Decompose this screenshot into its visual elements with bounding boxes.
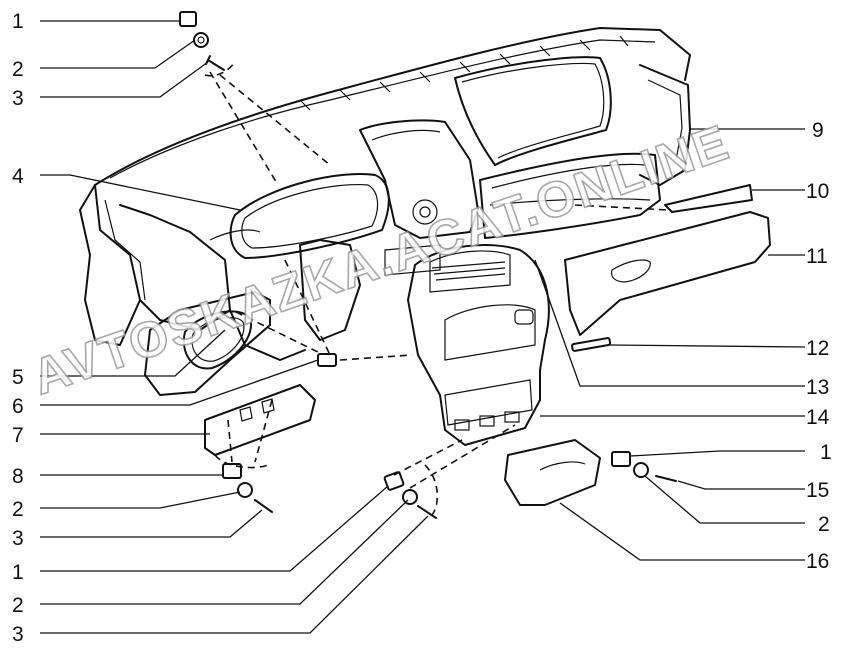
callout-13: 13 <box>806 376 829 399</box>
callout-8: 8 <box>12 465 24 488</box>
callout-3c: 3 <box>12 623 24 646</box>
callout-11: 11 <box>806 245 828 268</box>
callout-2c: 2 <box>12 594 24 617</box>
callout-1-right: 1 <box>820 441 832 464</box>
glove-box-lid <box>564 184 771 336</box>
bolt-12 <box>571 337 612 352</box>
callout-7: 7 <box>12 424 24 447</box>
callout-3b: 3 <box>12 527 24 550</box>
lower-left-cover <box>204 384 316 456</box>
callout-2-right: 2 <box>818 513 830 536</box>
center-console <box>407 244 550 446</box>
assembly-dashed-lines <box>204 61 669 516</box>
callout-labels-left: 1 2 3 4 5 6 7 8 2 3 1 2 3 <box>12 10 24 646</box>
callout-6: 6 <box>12 395 24 418</box>
callout-12: 12 <box>806 337 829 360</box>
callout-2: 2 <box>12 58 24 81</box>
fasteners <box>179 11 677 519</box>
callout-10: 10 <box>806 180 829 203</box>
callout-15: 15 <box>806 479 829 502</box>
instrument-panel-body <box>79 27 691 361</box>
callout-4: 4 <box>12 165 24 188</box>
callout-16: 16 <box>806 550 829 573</box>
ashtray <box>504 439 601 506</box>
callout-2b: 2 <box>12 498 24 521</box>
callout-labels-right: 9 10 11 12 13 14 1 15 2 16 <box>806 119 832 573</box>
callout-5: 5 <box>12 366 24 389</box>
left-lower-trim-panel <box>144 291 271 396</box>
leader-lines <box>40 20 806 634</box>
callout-9: 9 <box>812 119 824 142</box>
callout-1: 1 <box>12 10 24 33</box>
instrument-cluster-bezel <box>229 173 390 259</box>
callout-3: 3 <box>12 87 24 110</box>
callout-1c: 1 <box>12 561 24 584</box>
callout-14: 14 <box>806 406 830 429</box>
